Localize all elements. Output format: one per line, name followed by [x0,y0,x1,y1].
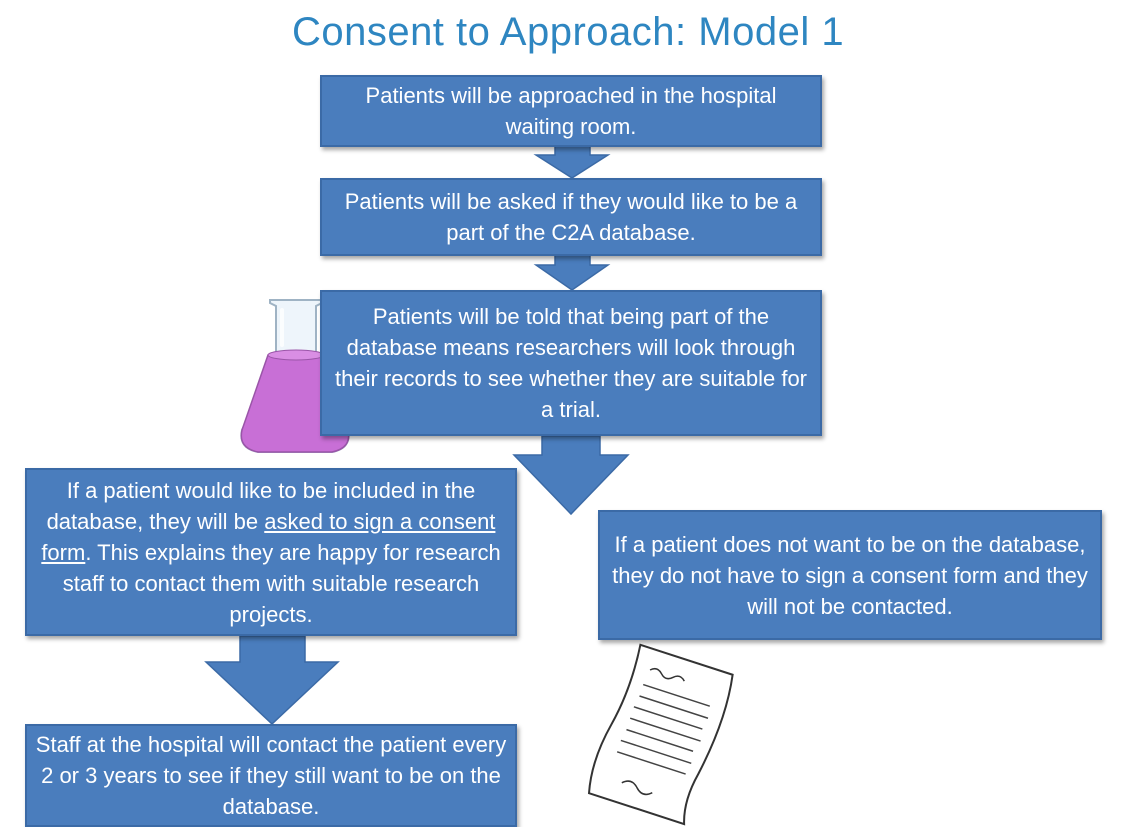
step-consent-yes-text: If a patient would like to be included i… [35,475,507,630]
step-consent-no-text: If a patient does not want to be on the … [612,531,1088,619]
step-told-text: Patients will be told that being part of… [334,304,808,422]
consent-yes-text-start: If a patient would like to be included i… [46,477,476,534]
diagram-title: Consent to Approach: Model 1 [291,10,845,54]
step-ask: Patients will be asked if they would lik… [320,178,822,256]
step-told: Patients will be told that being part of… [320,290,822,436]
consent-yes-text-end: . This explains they are happy for resea… [62,539,501,627]
step-followup-text: Staff at the hospital will contact the p… [35,732,507,819]
step-followup: Staff at the hospital will contact the p… [25,724,517,827]
arrow-down-1 [533,144,611,179]
step-consent-yes: If a patient would like to be included i… [25,468,517,636]
arrow-down-3 [512,435,630,516]
consent-form-link: asked to sign a consent form [41,508,496,565]
step-ask-text: Patients will be asked if they would lik… [344,189,798,245]
step-consent-no: If a patient does not want to be on the … [598,510,1102,640]
arrow-down-4 [204,635,340,726]
step-approach: Patients will be approached in the hospi… [320,75,822,147]
step-approach-text: Patients will be approached in the hospi… [365,83,777,139]
arrow-down-2 [533,254,611,291]
document-icon [587,643,734,826]
